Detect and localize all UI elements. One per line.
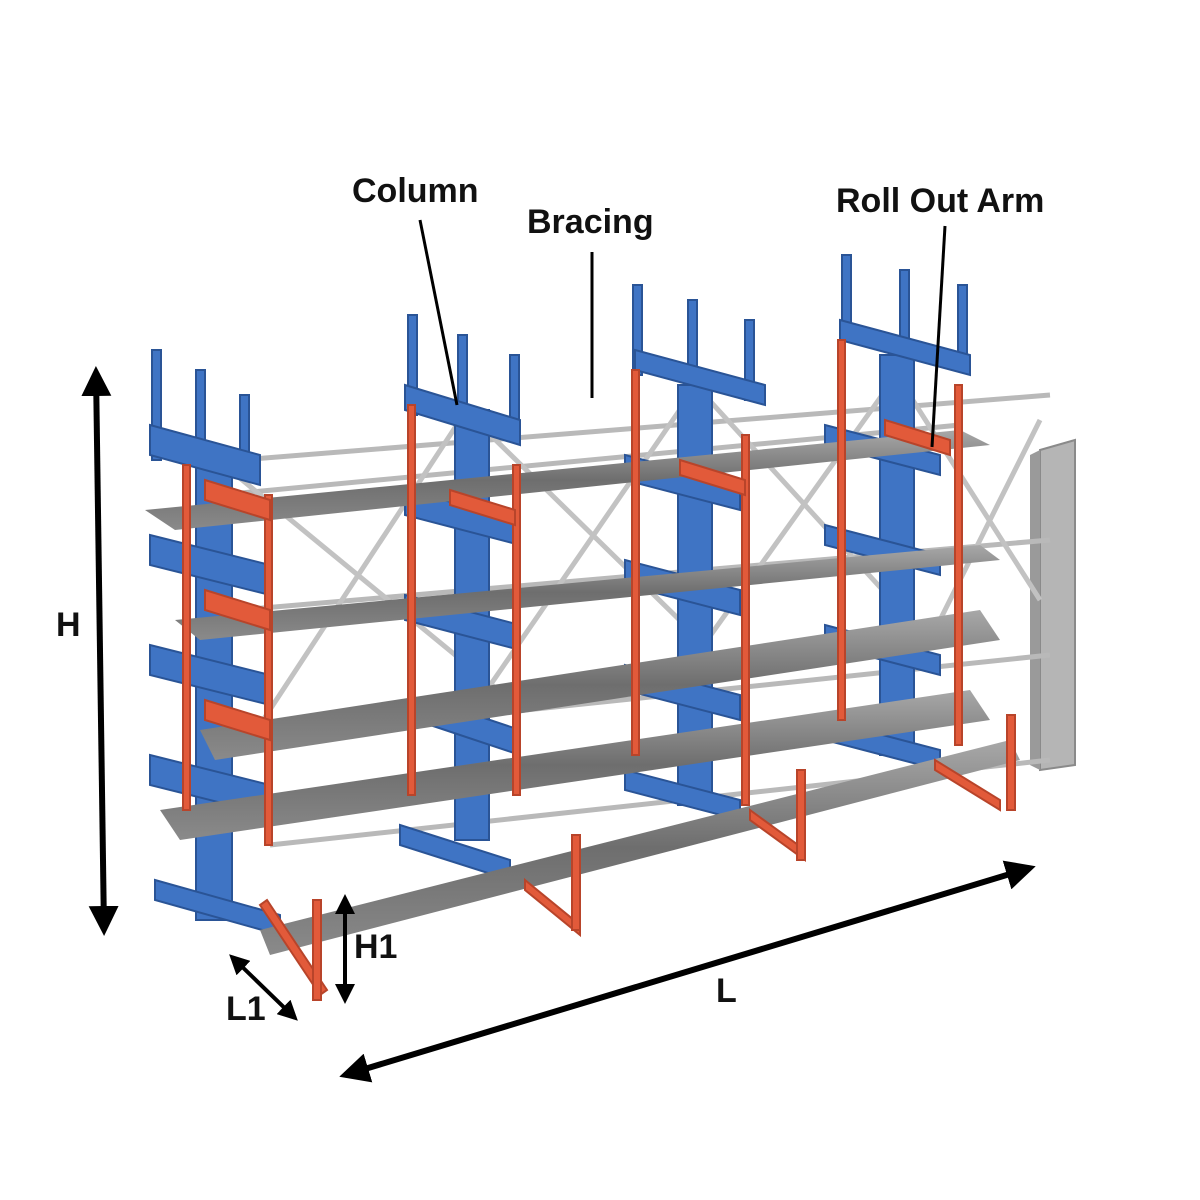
arm-length-arrow — [229, 954, 298, 1021]
roll-out-arms — [182, 339, 1016, 1001]
dimension-arrows — [81, 366, 1036, 1083]
height-arrow — [81, 366, 119, 936]
bracing-label: Bracing — [527, 203, 654, 241]
column-label: Column — [352, 172, 479, 210]
arm-length-label: L1 — [226, 990, 266, 1028]
arm-height-label: H1 — [354, 928, 398, 966]
length-arrow — [339, 860, 1036, 1083]
length-label: L — [716, 972, 737, 1010]
roll-out-arm-label: Roll Out Arm — [836, 182, 1045, 220]
leader-lines — [418, 219, 947, 448]
end-frame — [1030, 438, 1076, 772]
small-dimension-arrows — [229, 894, 355, 1021]
height-label: H — [56, 606, 81, 644]
